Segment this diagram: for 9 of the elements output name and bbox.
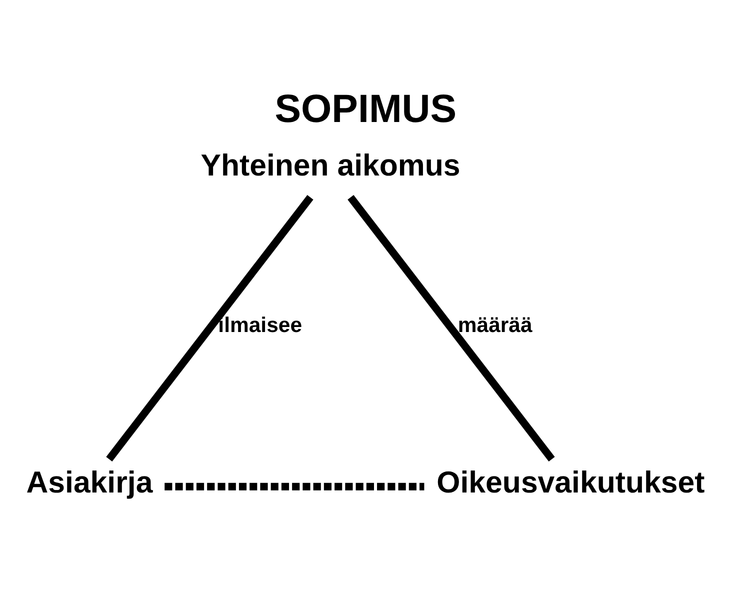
connector bbox=[164, 482, 424, 490]
node-text: Yhteinen aikomus bbox=[200, 150, 460, 183]
edge-label: ilmaisee bbox=[218, 313, 302, 338]
node-text: Asiakirja bbox=[26, 466, 153, 500]
node-text: Oikeusvaikutukset bbox=[436, 466, 705, 500]
connector bbox=[106, 194, 314, 462]
edge-label: määrää bbox=[458, 313, 532, 338]
diagram-title: SOPIMUS bbox=[274, 87, 457, 132]
connector bbox=[348, 194, 555, 462]
